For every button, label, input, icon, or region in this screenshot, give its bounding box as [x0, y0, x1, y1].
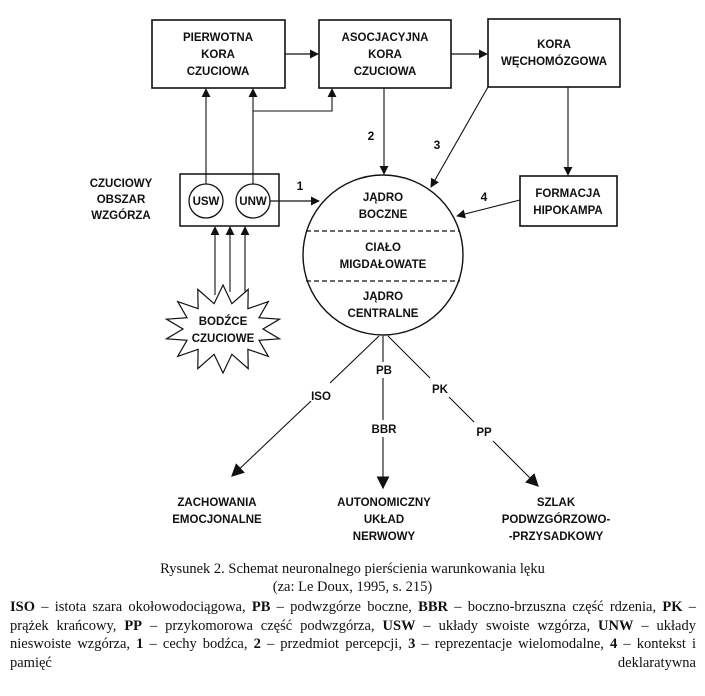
- legend-abbreviation: PB: [251, 599, 271, 615]
- box-label: CZUCIOWA: [354, 66, 417, 78]
- bbr-label: BBR: [372, 424, 398, 436]
- figure-caption: Rysunek 2. Schemat neuronalnego pierście…: [160, 561, 545, 577]
- path-3-number: 3: [434, 138, 441, 152]
- legend-definition: – prążek krańcowy,: [10, 599, 696, 634]
- thalamus-label: WZGÓRZA: [91, 209, 150, 222]
- amygdala-body-label: MIGDAŁOWATE: [340, 259, 427, 271]
- central-nucleus-label: JĄDRO: [363, 291, 403, 303]
- amygdala-body-label: CIAŁO: [365, 242, 401, 254]
- legend-abbreviation: BBR: [418, 599, 448, 615]
- path-4-arrow: [456, 199, 521, 219]
- legend-definition: – boczno-brzuszna część rdzenia,: [447, 599, 663, 615]
- legend-definition: – podwzgórze boczne,: [270, 599, 419, 615]
- legend-abbreviation: PP: [124, 617, 143, 634]
- path-2-number: 2: [368, 129, 375, 143]
- legend-definition: – układy nieswoiste wzgórza,: [10, 617, 696, 653]
- box-association-sensory-cortex: ASOCJACYJNA KORA CZUCIOWA: [318, 19, 452, 89]
- legend-abbreviation: ISO: [10, 599, 35, 615]
- legend-definition: – przedmiot percepcji,: [260, 636, 409, 652]
- box-label: KORA: [368, 49, 402, 61]
- legend-definition: – cechy bodźca,: [143, 636, 254, 652]
- legend-definition: – reprezentacje wielomodalne,: [415, 636, 611, 652]
- output-label: NERWOWY: [353, 531, 416, 543]
- box-label: PIERWOTNA: [183, 32, 253, 44]
- legend-abbreviation: USW: [382, 617, 416, 634]
- box-label: ASOCJACYJNA: [342, 32, 429, 44]
- output-label: UKŁAD: [364, 514, 404, 526]
- box-hippocampal-formation: FORMACJA HIPOKAMPA: [519, 175, 618, 227]
- path-1-number: 1: [297, 179, 304, 193]
- stimuli-label: BODŹCE: [199, 315, 248, 328]
- pk-label: PK: [432, 384, 449, 396]
- path-3-arrow: [430, 86, 489, 188]
- output-autonomic-nervous-system: AUTONOMICZNY UKŁAD NERWOWY: [337, 497, 431, 543]
- output-label: AUTONOMICZNY: [337, 497, 431, 509]
- output-label: ZACHOWANIA: [177, 497, 256, 509]
- arrow-unw-to-association: [253, 88, 337, 112]
- lateral-nucleus-label: JĄDRO: [363, 192, 403, 204]
- output-pk-line: [448, 396, 475, 423]
- pb-label: PB: [376, 365, 392, 377]
- box-label: FORMACJA: [535, 188, 600, 200]
- box-primary-sensory-cortex: PIERWOTNA KORA CZUCIOWA: [151, 19, 286, 89]
- legend-abbreviation: 4: [610, 636, 618, 652]
- iso-label: ISO: [311, 391, 331, 403]
- usw-label: USW: [193, 196, 220, 208]
- box-label: HIPOKAMPA: [533, 205, 602, 217]
- output-iso-line: [329, 335, 380, 384]
- legend-definition: – istota szara okołowodociągowa,: [35, 599, 252, 615]
- fear-conditioning-diagram: PIERWOTNA KORA CZUCIOWA ASOCJACYJNA KORA…: [90, 18, 621, 543]
- output-emotional-behavior: ZACHOWANIA EMOCJONALNE: [172, 497, 262, 526]
- output-label: SZLAK: [537, 497, 576, 509]
- legend-abbreviation: PK: [662, 599, 683, 615]
- output-pk-line: [387, 335, 431, 379]
- output-label: PODWZGÓRZOWO-: [502, 513, 611, 526]
- central-nucleus-label: CENTRALNE: [348, 308, 419, 320]
- box-label: CZUCIOWA: [187, 66, 250, 78]
- output-pp-arrow: [492, 440, 539, 487]
- thalamus-label: OBSZAR: [97, 194, 146, 206]
- legend-definition: – kontekst i pamięć deklaratywna: [10, 636, 696, 671]
- amygdala: JĄDRO BOCZNE CIAŁO MIGDAŁOWATE JĄDRO CEN…: [302, 174, 464, 336]
- figure-caption-source: (za: Le Doux, 1995, s. 215): [272, 579, 433, 595]
- legend-definition: – przykomorowa część podwzgórza,: [142, 617, 383, 634]
- output-label: -PRZYSADKOWY: [509, 531, 604, 543]
- output-hpa-axis: SZLAK PODWZGÓRZOWO- -PRZYSADKOWY: [502, 497, 611, 543]
- path-4-number: 4: [481, 190, 488, 204]
- thalamus-label: CZUCIOWY: [90, 178, 153, 190]
- legend-abbreviation: 3: [408, 636, 416, 652]
- stimuli-label: CZUCIOWE: [192, 333, 255, 345]
- output-label: EMOCJONALNE: [172, 514, 262, 526]
- unw-label: UNW: [239, 196, 267, 208]
- box-label: KORA: [537, 39, 571, 51]
- legend-abbreviation: 1: [136, 636, 144, 652]
- box-olfactory-cortex: KORA WĘCHOMÓZGOWA: [487, 18, 621, 88]
- output-iso-arrow: [231, 400, 312, 477]
- legend-abbreviation: UNW: [598, 617, 634, 634]
- pp-label: PP: [476, 427, 492, 439]
- lateral-nucleus-label: BOCZNE: [359, 209, 408, 221]
- sensory-stimuli-starburst: BODŹCE CZUCIOWE: [164, 283, 282, 375]
- abbreviation-legend: ISO – istota szara okołowodociągowa, PB …: [10, 598, 696, 672]
- thalamus-sensory-area: USW UNW: [179, 173, 280, 227]
- legend-abbreviation: 2: [253, 636, 261, 652]
- box-label: WĘCHOMÓZGOWA: [501, 55, 607, 68]
- legend-definition: – układy swoiste wzgórza,: [415, 617, 598, 634]
- box-label: KORA: [201, 49, 235, 61]
